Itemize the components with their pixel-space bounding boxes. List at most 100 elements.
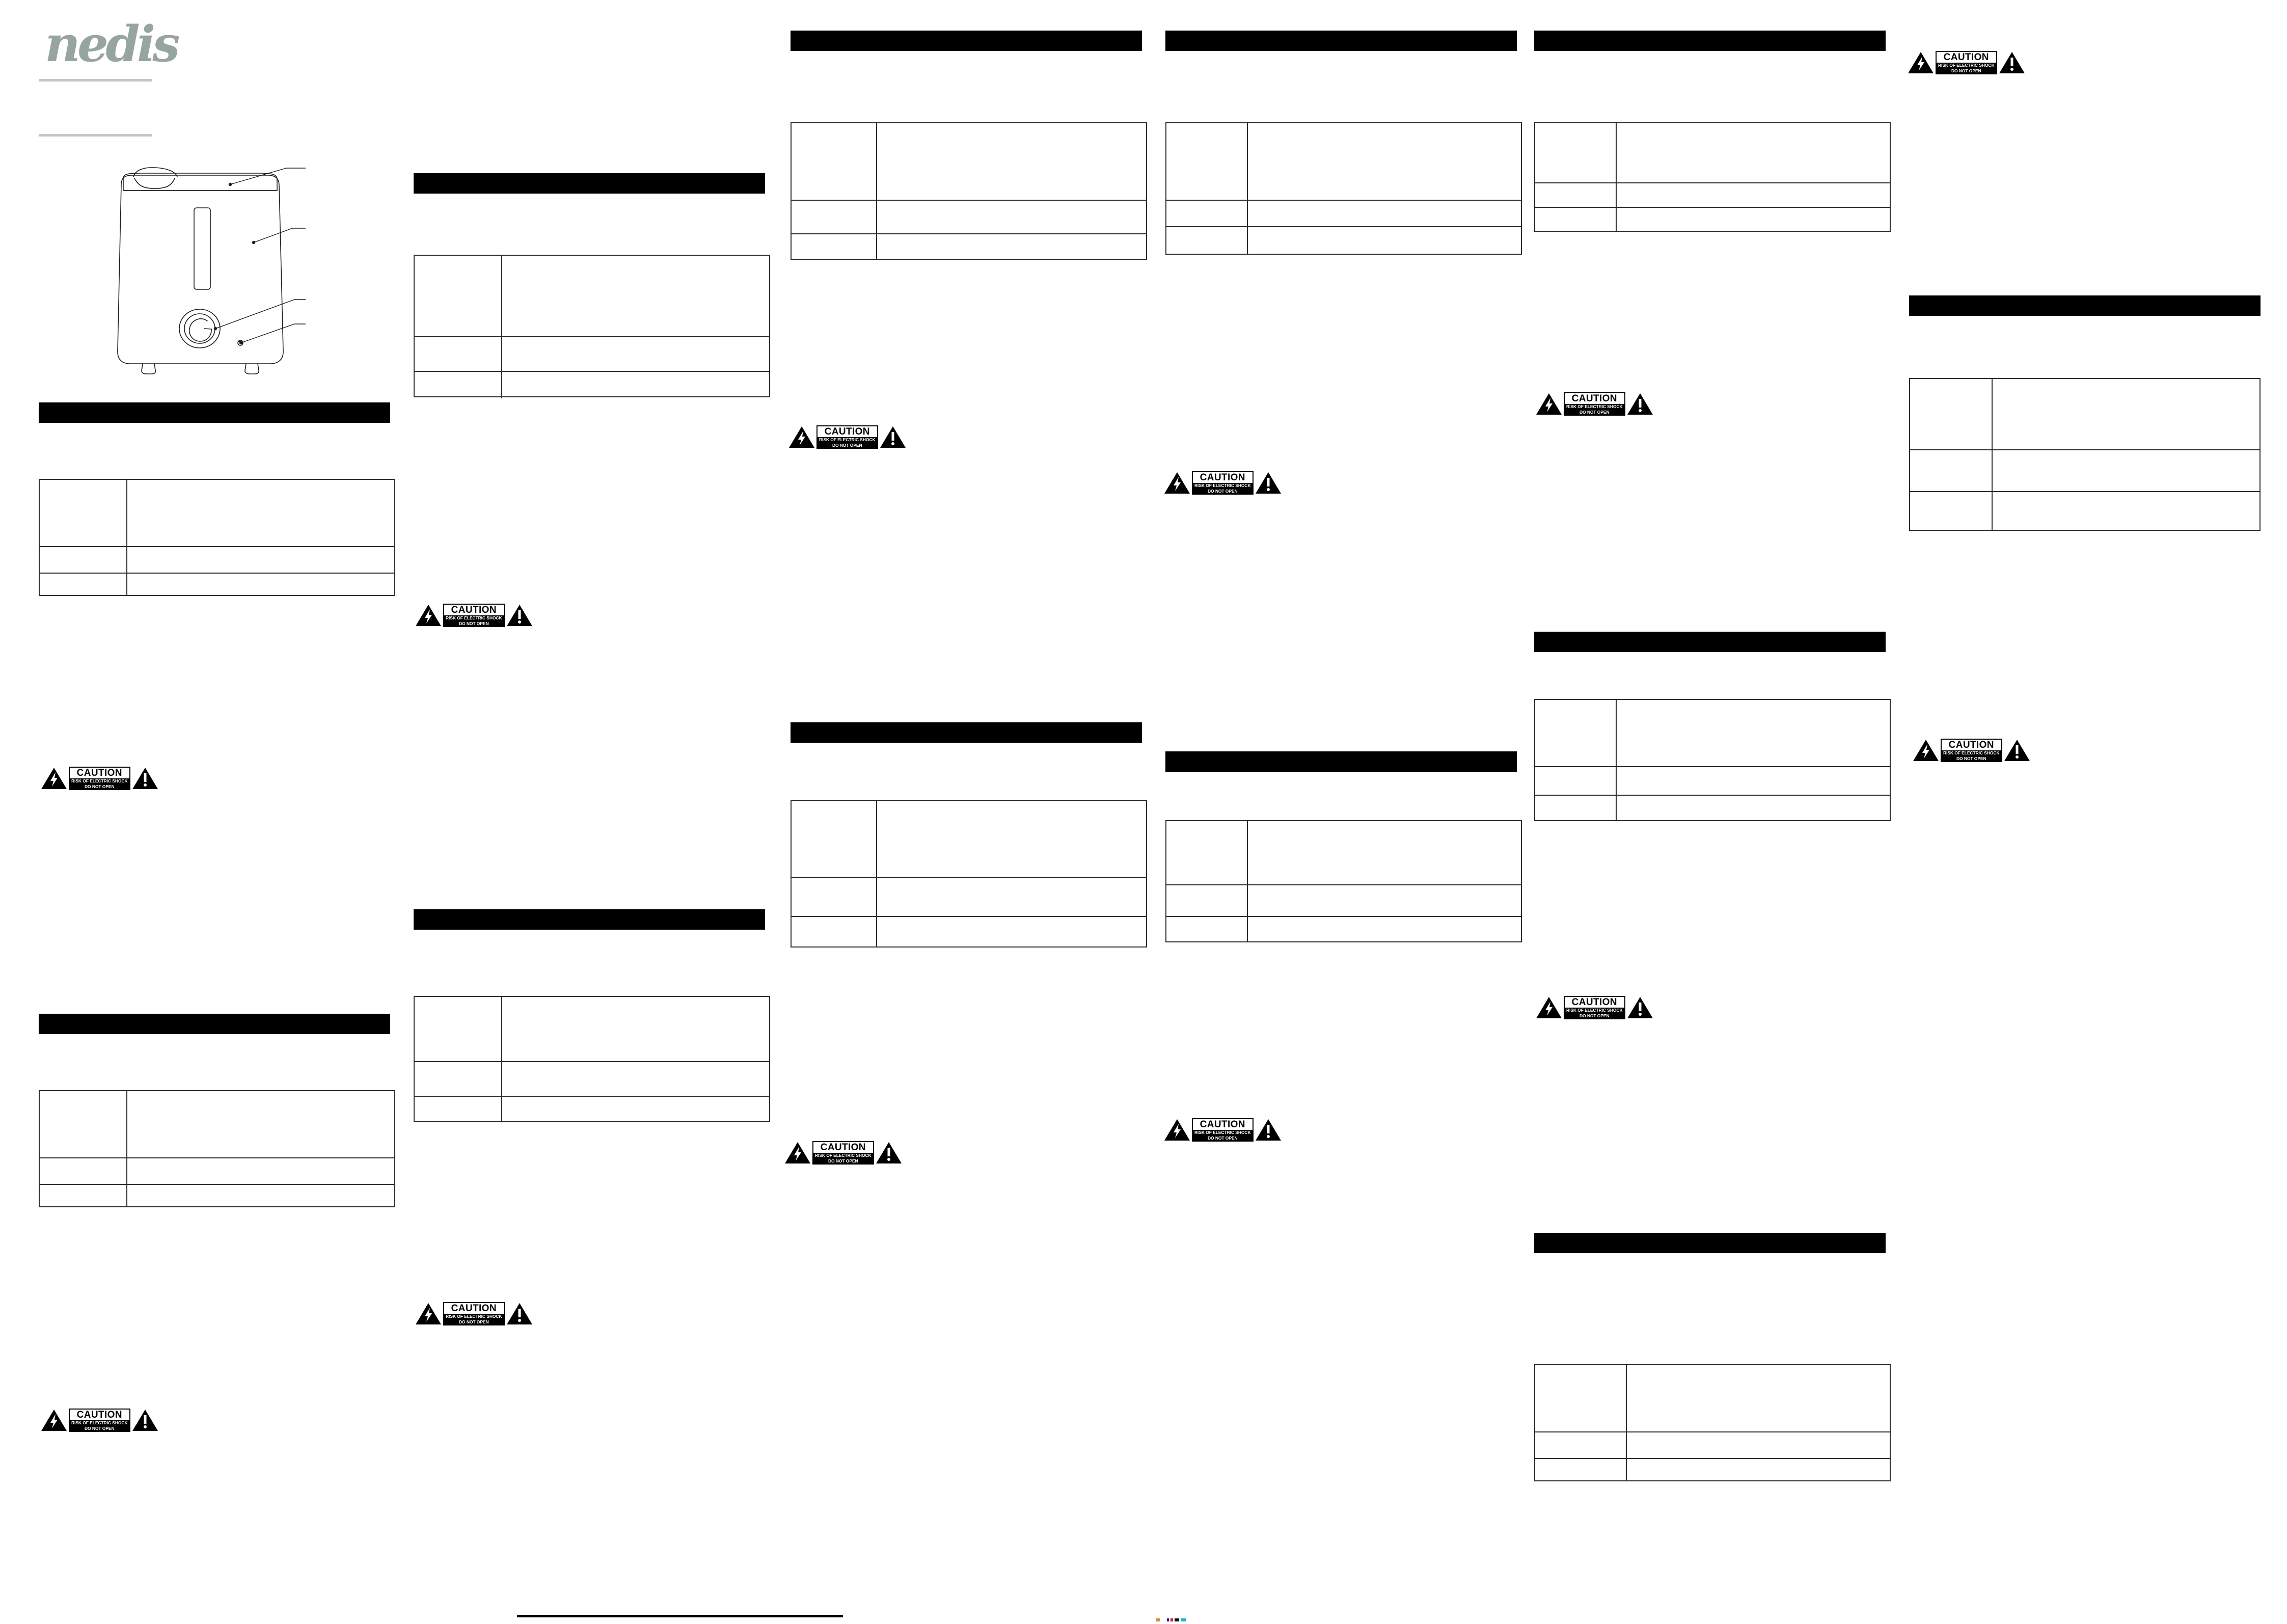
table-cell-key [40,1158,127,1184]
table-cell-key [1166,123,1248,200]
table-row [40,480,394,547]
caution-text-box: CAUTION RISK OF ELECTRIC SHOCK DO NOT OP… [1941,739,2002,762]
table-cell-value [502,997,769,1061]
section-heading-bar [1165,751,1517,772]
section-heading-bar [791,31,1142,51]
table-row [40,1158,394,1185]
table-cell-value [1617,700,1890,766]
lightning-bolt-triangle-icon [784,1141,811,1165]
lightning-bolt-triangle-icon [1164,471,1190,495]
table-cell-value [127,547,394,573]
table-cell-key [1535,1365,1627,1431]
exclamation-triangle-icon [1627,996,1653,1019]
caution-line-1: RISK OF ELECTRIC SHOCK [446,1313,502,1319]
caution-line-1: RISK OF ELECTRIC SHOCK [446,615,502,620]
table-row [415,1097,769,1121]
table-row [1166,201,1521,227]
caution-text-box: CAUTION RISK OF ELECTRIC SHOCK DO NOT OP… [69,767,130,790]
caution-line-1: RISK OF ELECTRIC SHOCK [1194,482,1251,488]
lightning-bolt-triangle-icon [415,1302,442,1325]
table-cell-key [792,917,877,948]
spec-table [414,255,770,398]
table-cell-value [127,574,394,596]
caution-title: CAUTION [813,1142,873,1153]
table-cell-key [415,256,502,336]
table-cell-value [877,123,1146,200]
table-cell-value [1627,1432,1890,1458]
caution-line-1: RISK OF ELECTRIC SHOCK [819,437,876,442]
lightning-bolt-triangle-icon [1536,392,1562,416]
section-heading-bar [1534,31,1886,51]
lightning-bolt-triangle-icon [1908,51,1934,74]
caution-title: CAUTION [1937,51,1996,63]
table-cell-value [1248,227,1521,254]
table-cell-value [1627,1459,1890,1481]
exclamation-triangle-icon [2004,739,2030,762]
caution-text-box: CAUTION RISK OF ELECTRIC SHOCK DO NOT OP… [1192,1118,1254,1142]
table-cell-value [1617,183,1890,207]
caution-text-box: CAUTION RISK OF ELECTRIC SHOCK DO NOT OP… [1564,392,1625,416]
table-cell-key [1910,450,1993,491]
table-cell-value [127,1185,394,1207]
table-row [792,201,1146,234]
exclamation-triangle-icon [1627,392,1653,416]
table-cell-key [415,997,502,1061]
table-cell-key [415,1097,502,1121]
spec-table [1534,1364,1891,1481]
table-row [1535,208,1890,231]
caution-line-2: DO NOT OPEN [84,1425,115,1431]
section-heading-bar [414,173,765,194]
table-cell-value [1993,450,2259,491]
caution-text-box: CAUTION RISK OF ELECTRIC SHOCK DO NOT OP… [1564,996,1625,1019]
footer-rule [517,1615,843,1617]
table-row [792,878,1146,917]
caution-text-box: CAUTION RISK OF ELECTRIC SHOCK DO NOT OP… [1192,471,1254,495]
spec-table [1165,820,1522,942]
table-cell-key [1910,492,1993,530]
table-cell-value [1617,208,1890,231]
caution-symbol: CAUTION RISK OF ELECTRIC SHOCK DO NOT OP… [41,767,158,790]
table-cell-value [502,372,769,398]
brand-divider-top [39,79,152,82]
table-cell-value [127,480,394,546]
table-cell-value [502,1097,769,1121]
lightning-bolt-triangle-icon [41,1409,67,1432]
table-cell-key [1535,1459,1627,1481]
table-cell-value [1617,123,1890,182]
table-row [1535,1459,1890,1481]
table-cell-value [1617,796,1890,820]
table-cell-value [1248,201,1521,226]
table-cell-key [415,337,502,371]
table-row [415,997,769,1062]
exclamation-triangle-icon [506,604,533,627]
exclamation-triangle-icon [1999,51,2025,74]
spec-table [39,1090,395,1207]
table-cell-key [40,1185,127,1207]
caution-text-box: CAUTION RISK OF ELECTRIC SHOCK DO NOT OP… [1936,51,1997,74]
table-cell-key [415,372,502,398]
table-cell-key [1535,208,1617,231]
table-row [1910,492,2259,530]
caution-line-2: DO NOT OPEN [458,1319,489,1324]
table-cell-key [1535,700,1617,766]
lightning-bolt-triangle-icon [1164,1118,1190,1142]
caution-symbol: CAUTION RISK OF ELECTRIC SHOCK DO NOT OP… [415,1302,533,1325]
table-cell-key [1535,123,1617,182]
table-cell-value [1248,821,1521,884]
table-cell-value [502,337,769,371]
footer-color-marks [1156,1615,1217,1621]
table-cell-value [1248,917,1521,941]
table-row [1535,123,1890,183]
caution-line-2: DO NOT OPEN [1956,755,1986,761]
table-row [1535,1365,1890,1432]
spec-table [791,122,1147,260]
exclamation-triangle-icon [132,767,158,790]
table-cell-value [1627,1365,1890,1431]
caution-line-2: DO NOT OPEN [1207,1135,1238,1141]
caution-line-2: DO NOT OPEN [1579,409,1610,415]
table-row [1166,123,1521,201]
table-row [1166,917,1521,941]
section-heading-bar [39,1014,390,1034]
table-cell-key [1535,1432,1627,1458]
